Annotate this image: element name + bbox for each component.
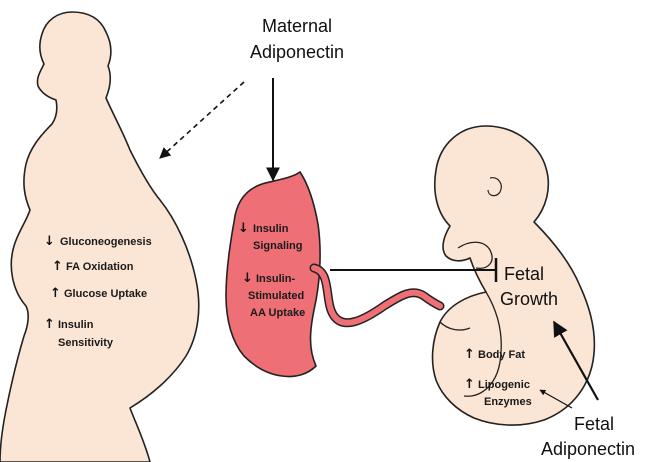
- dashed-arrow-to-mother: [160, 82, 244, 158]
- fa-oxidation-arrow: ↑: [52, 259, 63, 274]
- body-fat-label: Body Fat: [478, 349, 525, 361]
- maternal-adiponectin-line2: Adiponectin: [250, 42, 344, 62]
- gluconeogenesis-arrow: ↓: [44, 234, 55, 249]
- fetal-growth-line2: Growth: [500, 289, 558, 309]
- aa-uptake-arrow: ↓: [242, 271, 253, 286]
- aa-uptake-line3: AA Uptake: [250, 307, 305, 319]
- insulin-sensitivity-line2: Sensitivity: [58, 337, 114, 349]
- insulin-sensitivity-arrow: ↑: [44, 317, 55, 332]
- fetal-growth-line1: Fetal: [504, 264, 544, 284]
- fa-oxidation-label: FA Oxidation: [66, 261, 134, 273]
- maternal-adiponectin-line1: Maternal: [262, 16, 332, 36]
- fetal-adiponectin-line1: Fetal: [574, 414, 614, 434]
- gluconeogenesis-label: Gluconeogenesis: [60, 236, 152, 248]
- insulin-signaling-arrow: ↓: [238, 221, 249, 236]
- fetal-adiponectin-line2: Adiponectin: [541, 439, 635, 459]
- aa-uptake-line2: Stimulated: [248, 290, 304, 302]
- insulin-signaling-line1: Insulin: [253, 223, 289, 235]
- glucose-uptake-arrow: ↑: [50, 286, 61, 301]
- lipogenic-enzymes-line2: Enzymes: [484, 396, 532, 408]
- glucose-uptake-label: Glucose Uptake: [64, 288, 147, 300]
- lipogenic-enzymes-line1: Lipogenic: [478, 379, 530, 391]
- aa-uptake-line1: Insulin-: [256, 273, 295, 285]
- insulin-sensitivity-line1: Insulin: [58, 319, 94, 331]
- lipogenic-enzymes-arrow: ↑: [464, 377, 475, 392]
- insulin-signaling-line2: Signaling: [253, 240, 303, 252]
- body-fat-arrow: ↑: [464, 347, 475, 362]
